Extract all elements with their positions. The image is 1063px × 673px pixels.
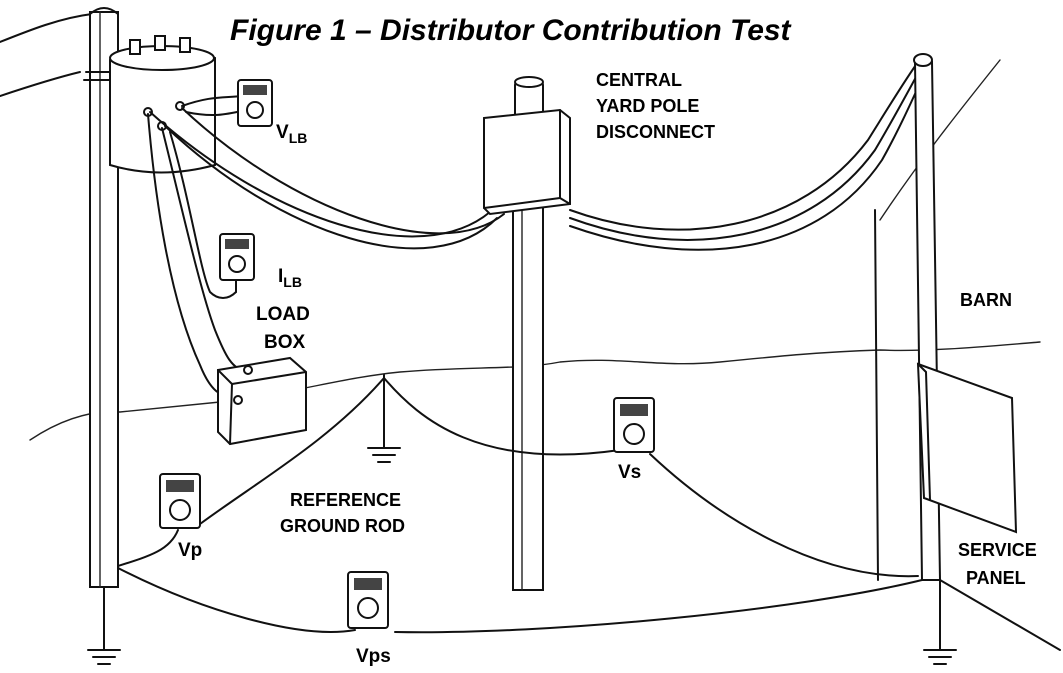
yard-pole-disconnect-box	[483, 108, 571, 216]
reference-ground-rod	[367, 374, 401, 463]
label-central: CENTRAL	[596, 70, 682, 90]
meter-vps	[347, 571, 389, 629]
meter-vp	[159, 473, 201, 529]
barn-wall	[874, 209, 879, 581]
ilb-lead-1	[169, 131, 237, 299]
incoming-wire-2	[0, 71, 81, 97]
service-panel	[916, 362, 1018, 534]
loadbox-lead-1	[147, 113, 239, 399]
label-yard-pole: YARD POLE	[596, 96, 699, 116]
vps-lead-2	[394, 579, 923, 634]
drop-barn-2	[569, 65, 923, 241]
meter-vs	[613, 397, 655, 453]
vps-lead-1	[117, 567, 356, 633]
loadbox-lead-2	[161, 127, 249, 373]
label-disconnect: DISCONNECT	[596, 122, 715, 142]
load-box	[217, 356, 307, 446]
label-reference: REFERENCE	[290, 490, 401, 510]
vp-lead-2	[199, 377, 385, 525]
label-ilb: ILB	[278, 266, 302, 290]
vp-lead-1	[117, 529, 179, 567]
vs-lead-2	[649, 453, 919, 578]
label-barn: BARN	[960, 290, 1012, 310]
label-box: BOX	[264, 332, 306, 353]
label-service: SERVICE	[958, 540, 1037, 560]
meter-ilb	[219, 233, 255, 281]
drop-barn-3	[569, 69, 927, 251]
label-vs: Vs	[618, 462, 641, 483]
figure-title: Figure 1 – Distributor Contribution Test	[230, 14, 793, 47]
label-ground-rod: GROUND ROD	[280, 516, 405, 536]
vs-lead-1	[383, 377, 621, 456]
ground-symbol-right	[923, 579, 957, 665]
label-panel: PANEL	[966, 568, 1026, 588]
drop-barn-1	[569, 61, 919, 231]
meter-vlb	[237, 79, 273, 127]
drop-conductor-1	[149, 111, 491, 238]
drop-conductor-3	[181, 107, 505, 235]
label-load: LOAD	[256, 304, 310, 325]
incoming-wire-1	[0, 13, 93, 43]
hillside-line	[879, 59, 1001, 221]
barn-ground-lead	[939, 579, 1061, 651]
ground-symbol-left	[87, 586, 121, 665]
drop-conductor-2	[164, 125, 498, 250]
label-vlb: VLB	[276, 122, 307, 146]
label-vps: Vps	[356, 646, 391, 667]
label-vp: Vp	[178, 540, 202, 561]
